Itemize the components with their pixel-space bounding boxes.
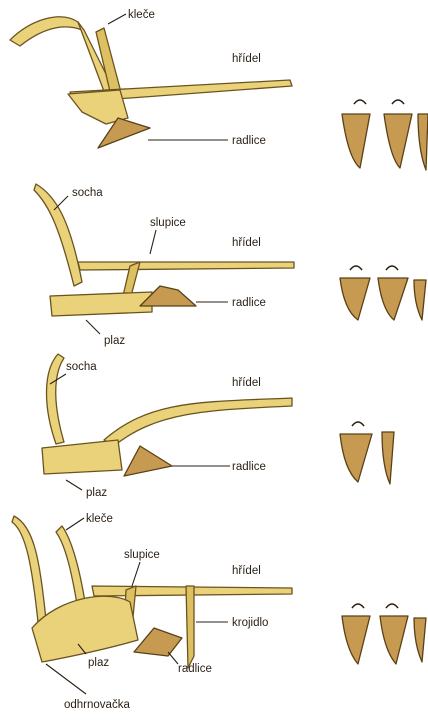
plow-4: kleče slupice hřídel krojidlo plaz radli… [12,513,292,711]
plow-3-label-radlice: radlice [232,461,266,473]
plow-4-krojidlo [186,586,194,668]
plow-2-label-radlice: radlice [232,297,266,309]
plow-4-share-detail-a [342,616,370,664]
plow-1: kleče hřídel radlice [10,9,292,148]
plow-3: socha hřídel radlice plaz [42,354,292,499]
plow-4-share-details [342,604,426,664]
plow-2-share-detail-a [340,278,370,320]
plow-4-radlice [134,628,182,656]
plow-4-label-krojidlo: krojidlo [232,617,268,629]
plow-3-plaz [42,440,122,474]
plow-2-label-socha: socha [72,187,103,199]
plow-3-share-detail-b [382,432,394,484]
plow-2-label-hřídel: hřídel [232,237,261,249]
plow-2-hridel-beam [78,262,294,270]
plow-2-socha [34,184,82,286]
plow-3-hridel-beam [104,398,292,446]
plow-4-label-slupice: slupice [124,549,160,561]
plow-1-share-detail-b [384,114,412,168]
plow-3-label-socha: socha [66,361,97,373]
plow-2: socha slupice hřídel radlice plaz [34,184,294,347]
plow-2-share-detail-c [414,280,426,320]
plow-3-socha [47,354,65,444]
plow-3-share-detail-a [340,434,372,482]
plow-1-handle-left [10,17,82,46]
plow-2-label-slupice: slupice [150,217,186,229]
plow-2-plaz [50,292,152,316]
plow-4-label-odhrnovačka: odhrnovačka [64,699,130,711]
plow-4-label-radlice: radlice [178,663,212,675]
plow-1-label-hřídel: hřídel [232,53,261,65]
plow-3-label-plaz: plaz [86,487,107,499]
plow-4-label-kleče: kleče [86,513,113,525]
plow-2-share-details [340,266,426,320]
plow-4-label-hřídel: hřídel [232,565,261,577]
plow-4-kleče [56,526,86,610]
plow-3-radlice [124,446,172,476]
plow-3-share-details [340,422,394,484]
plow-2-label-plaz: plaz [104,335,125,347]
plow-1-label-kleče: kleče [128,9,155,21]
plow-1-share-detail-a [342,114,370,168]
plow-1-share-details [342,100,428,170]
plow-1-share-detail-c [418,114,428,170]
plow-4-share-detail-b [380,616,408,664]
plow-3-label-hřídel: hřídel [232,377,261,389]
plow-4-handle-left [12,516,46,622]
plow-4-label-plaz: plaz [88,657,109,669]
plow-2-share-detail-b [378,278,408,320]
plow-4-share-detail-c [414,618,426,662]
plow-1-label-radlice: radlice [232,135,266,147]
